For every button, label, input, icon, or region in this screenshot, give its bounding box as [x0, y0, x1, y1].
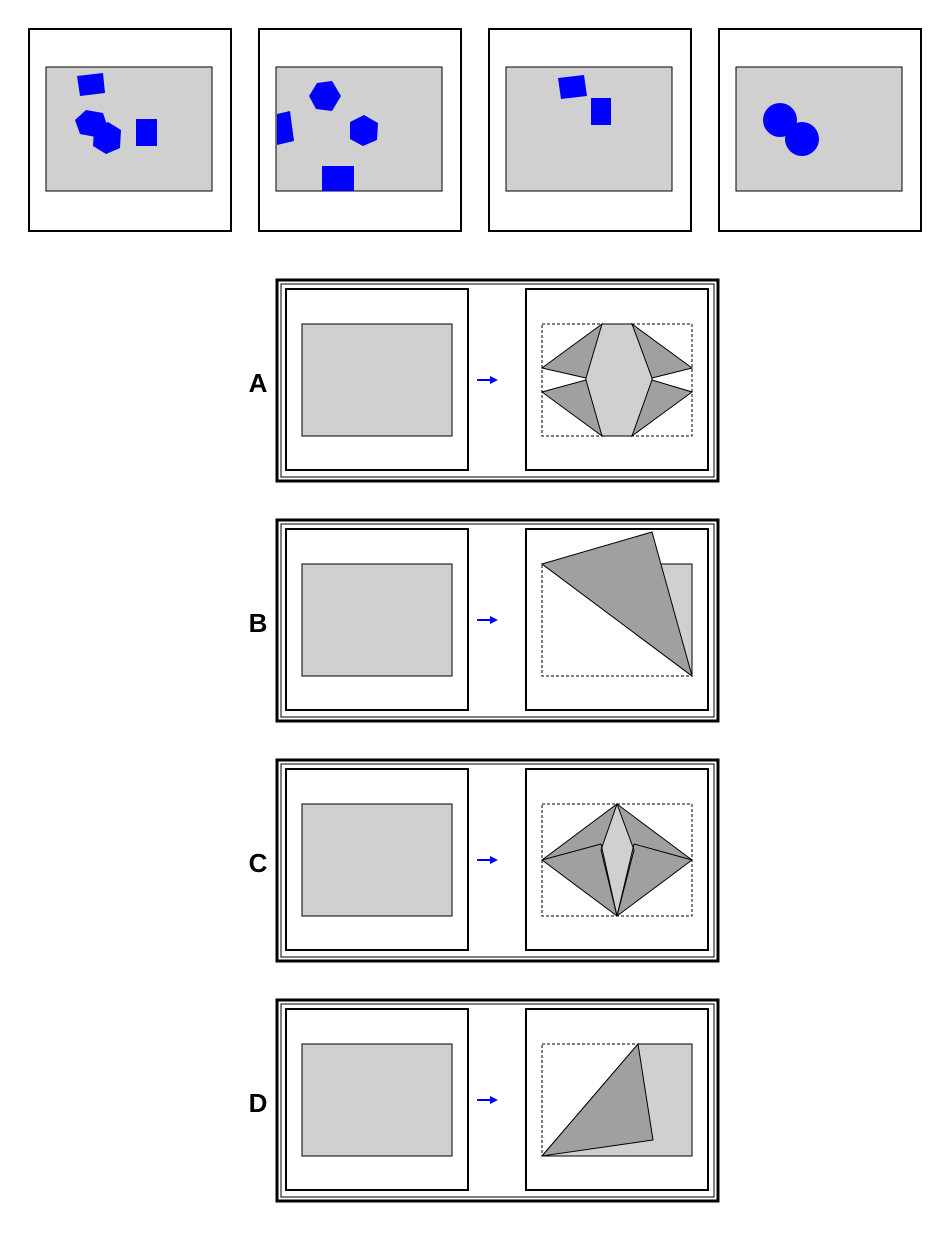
paper-sheet [301, 1043, 453, 1157]
paper-sheet [301, 803, 453, 917]
option-label: D [249, 1088, 268, 1118]
option-a[interactable]: A [249, 278, 720, 483]
arrow-right-icon [477, 1096, 498, 1104]
hole-hexagon [309, 81, 341, 111]
hole-hexagon [93, 122, 121, 154]
arrow-right-icon [477, 616, 498, 624]
fold-flap [540, 379, 603, 438]
option-c[interactable]: C [249, 758, 720, 963]
paper-sheet [735, 66, 903, 192]
example-3 [488, 28, 692, 232]
hole-circle [785, 122, 819, 156]
paper-sheet [45, 66, 213, 192]
option-inner-frame [280, 283, 715, 478]
paper-sheet [505, 66, 673, 192]
hole-rectangle [591, 98, 611, 125]
option-label: A [249, 368, 268, 398]
fold-flap [630, 379, 694, 438]
hole-rectangle [136, 119, 157, 146]
example-2 [258, 28, 462, 232]
option-label: C [249, 848, 268, 878]
paper-sheet [301, 323, 453, 437]
option-label: B [249, 608, 268, 638]
option-d[interactable]: D [249, 998, 720, 1203]
fold-flap [540, 322, 603, 379]
option-inner-frame [280, 1003, 715, 1198]
fold-flap [540, 1042, 654, 1157]
paper-sheet [301, 563, 453, 677]
example-1 [28, 28, 232, 232]
option-inner-frame [280, 523, 715, 718]
option-inner-frame [280, 763, 715, 958]
example-4 [718, 28, 922, 232]
fold-flap [540, 531, 693, 678]
hole-rectangle [277, 111, 294, 145]
hole-rectangle [77, 73, 105, 96]
hole-circle [763, 103, 797, 137]
hole-hexagon [350, 115, 378, 146]
fold-flap [630, 322, 694, 379]
arrow-right-icon [477, 856, 498, 864]
hole-rectangle [558, 75, 587, 99]
arrow-right-icon [477, 376, 498, 384]
hole-rectangle [322, 166, 354, 191]
option-b[interactable]: B [249, 518, 720, 723]
